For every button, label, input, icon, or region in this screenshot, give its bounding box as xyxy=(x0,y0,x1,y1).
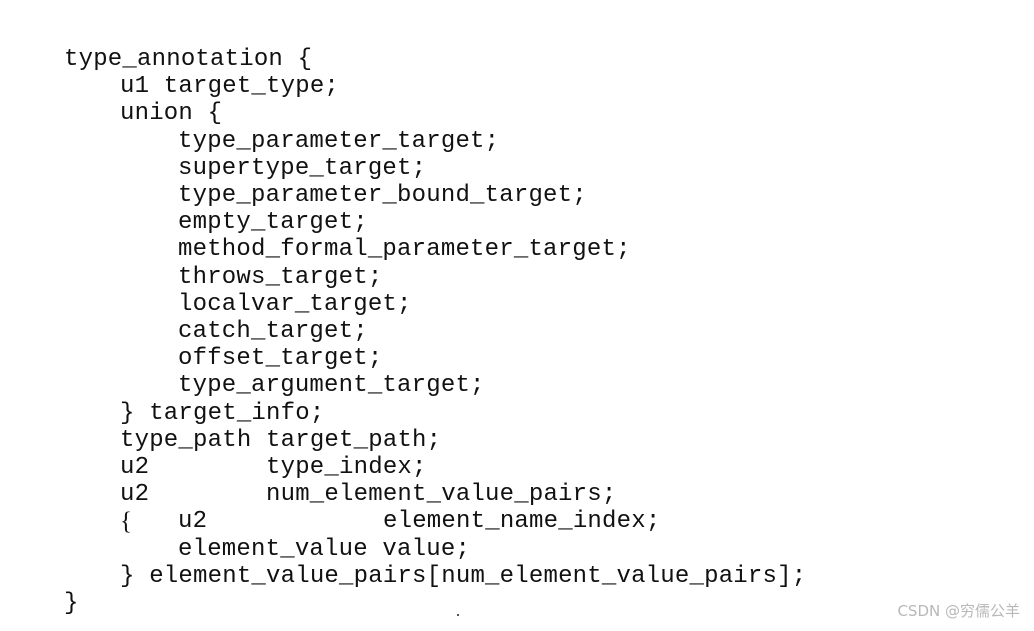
code-line-15: type_path target_path; xyxy=(120,426,442,454)
code-line-4: type_parameter_target; xyxy=(178,127,500,155)
code-line-14: } target_info; xyxy=(120,399,325,427)
code-line-8: method_formal_parameter_target; xyxy=(178,236,631,264)
stray-dot xyxy=(457,614,459,616)
code-line-18-part-1: { xyxy=(120,508,133,536)
code-line-7: empty_target; xyxy=(178,209,368,237)
code-line-6: type_parameter_bound_target; xyxy=(178,182,587,209)
code-line-17-part-2: num_element_value_pairs; xyxy=(266,481,617,509)
code-line-17-part-1: u2 xyxy=(120,481,150,509)
code-line-18-part-2: u2 xyxy=(178,508,208,536)
code-line-16-part-2: type_index; xyxy=(266,454,427,481)
code-line-16-part-1: u2 xyxy=(120,454,150,481)
code-line-12: offset_target; xyxy=(178,345,383,373)
code-line-13: type_argument_target; xyxy=(178,372,485,400)
code-line-5: supertype_target; xyxy=(178,154,427,182)
code-line-2: u1 target_type; xyxy=(120,73,340,101)
code-line-10: localvar_target; xyxy=(178,290,412,318)
watermark: CSDN @穷儒公羊 xyxy=(897,602,1020,620)
code-line-18-part-3: element_name_index; xyxy=(383,508,661,536)
code-line-9: throws_target; xyxy=(178,263,383,291)
code-line-11: catch_target; xyxy=(178,318,368,345)
code-line-20: } element_value_pairs[num_element_value_… xyxy=(120,562,807,590)
code-line-3: union { xyxy=(120,100,223,128)
code-line-19: element_value value; xyxy=(178,535,471,563)
code-line-1: type_annotation { xyxy=(64,46,313,73)
code-line-21: } xyxy=(64,590,79,617)
